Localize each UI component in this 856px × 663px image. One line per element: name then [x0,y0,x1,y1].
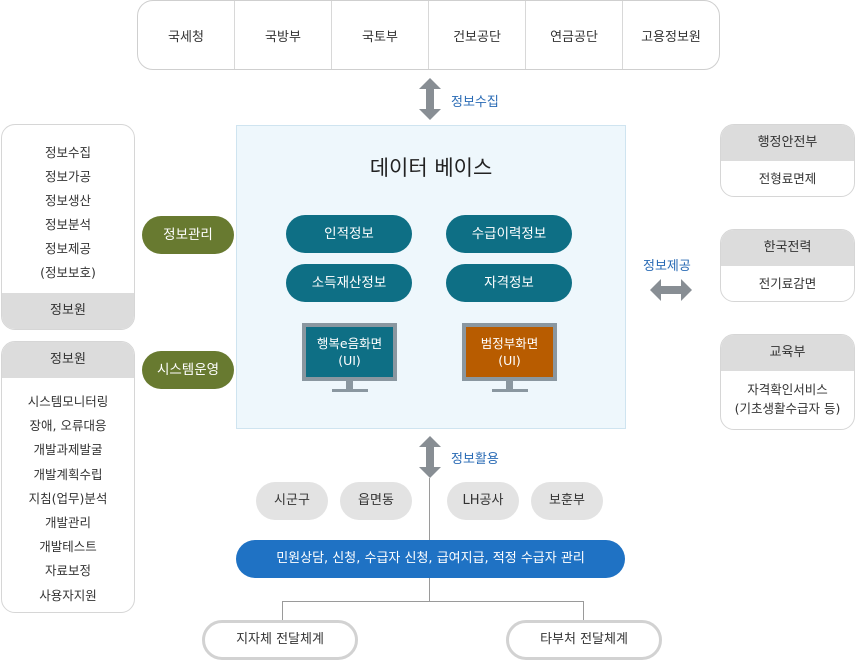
list-item: 정보분석 [44,217,91,232]
monitor-base [492,389,528,392]
monitor-title: 범정부화면 [480,336,539,351]
list-item: 정보수집 [44,145,91,160]
list-item: 정보제공 [44,241,91,256]
monitor-base [332,389,368,392]
monitor-neck [346,381,353,389]
local-gov-channel: 지자체 전달체계 [202,620,358,660]
list-item: 정보생산 [44,193,91,208]
box-body-line: (기초생활수급자 등) [734,401,841,416]
monitor-subtitle: (UI) [338,353,361,368]
box-footer-label: 정보원 [2,293,134,329]
list-item: 장애, 오류대응 [29,418,107,434]
utilize-label: 정보활용 [451,452,499,467]
happy-e-eum-monitor: 행복e음화면 (UI) [302,323,397,393]
box-body-line: 전기료감면 [758,276,817,291]
pan-government-monitor: 범정부화면 (UI) [462,323,557,393]
list-item: 지침(업무)분석 [28,490,108,506]
list-item: 개발관리 [44,515,91,531]
box-body-line: 자격확인서비스 [747,382,828,397]
kepco-box: 한국전력 전기료감면 [720,229,855,302]
monitor-subtitle: (UI) [498,353,521,368]
connector-line [583,601,584,621]
ministry-education-box: 교육부 자격확인서비스 (기초생활수급자 등) [720,334,855,430]
connector-line [282,601,584,602]
service-bar: 민원상담, 신청, 수급자 신청, 급여지급, 적정 수급자 관리 [236,540,625,578]
collect-label: 정보수집 [451,95,499,110]
list-item: 정보가공 [44,169,91,184]
box-body: 자격확인서비스 (기초생활수급자 등) [721,371,854,418]
provide-label: 정보제공 [643,259,691,274]
system-operation-pill: 시스템운영 [142,351,234,389]
info-management-pill: 정보관리 [142,216,234,254]
box-header-label: 한국전력 [721,230,854,266]
agency-cell: 건보공단 [429,1,526,69]
list-item: 시스템모니터링 [27,394,109,409]
agency-cell: 연금공단 [526,1,623,69]
function-list: 정보수집 정보가공 정보생산 정보분석 정보제공 (정보보호) [2,125,134,280]
monitor-screen: 범정부화면 (UI) [462,323,557,381]
agency-cell: 고용정보원 [641,29,701,45]
benefit-history-pill: 수급이력정보 [446,215,572,253]
list-item: 개발계획수립 [33,466,103,482]
box-header-label: 교육부 [721,335,854,371]
box-body: 전형료면제 [721,161,854,188]
database-title: 데이터 베이스 [369,156,493,180]
agency-pill: 시군구 [256,482,328,520]
list-item: 개발과제발굴 [33,442,103,458]
personal-info-pill: 인적정보 [286,215,412,253]
agency-pill: LH공사 [447,482,519,520]
utilize-double-arrow-icon [419,436,441,478]
box-body-line: 전형료면제 [758,171,817,186]
monitor-neck [506,381,513,389]
agency-cell: 국토부 [332,1,429,69]
box-body: 전기료감면 [721,266,854,293]
box-header-label: 정보원 [2,342,134,378]
eligibility-info-pill: 자격정보 [446,264,572,302]
box-header-label: 행정안전부 [721,125,854,161]
agency-cell: 국방부 [235,1,332,69]
agency-pill: 읍면동 [340,482,412,520]
list-item: 자료보정 [44,563,91,579]
agency-cell: 국세청 [138,1,235,69]
provide-double-arrow-icon [650,279,692,301]
other-ministry-channel: 타부처 전달체계 [506,620,662,660]
system-ops-box: 정보원 시스템모니터링 장애, 오류대응 개발과제발굴 개발계획수립 지침(업무… [1,341,135,613]
agency-pill: 보훈부 [531,482,603,520]
monitor-screen: 행복e음화면 (UI) [302,323,397,381]
list-item: 개발테스트 [39,539,97,555]
monitor-title: 행복e음화면 [316,336,383,351]
income-assets-pill: 소득재산정보 [286,264,412,302]
source-agencies-bar: 국세청 국방부 국토부 건보공단 연금공단 고용정보원 [137,0,720,70]
connector-line [282,601,283,621]
ops-list: 시스템모니터링 장애, 오류대응 개발과제발굴 개발계획수립 지침(업무)분석 … [2,378,134,608]
ministry-interior-box: 행정안전부 전형료면제 [720,124,855,197]
collect-double-arrow-icon [419,78,441,120]
list-item: (정보보호) [40,265,96,280]
list-item: 사용자지원 [39,587,97,603]
info-functions-box: 정보수집 정보가공 정보생산 정보분석 정보제공 (정보보호) 정보원 [1,124,135,330]
